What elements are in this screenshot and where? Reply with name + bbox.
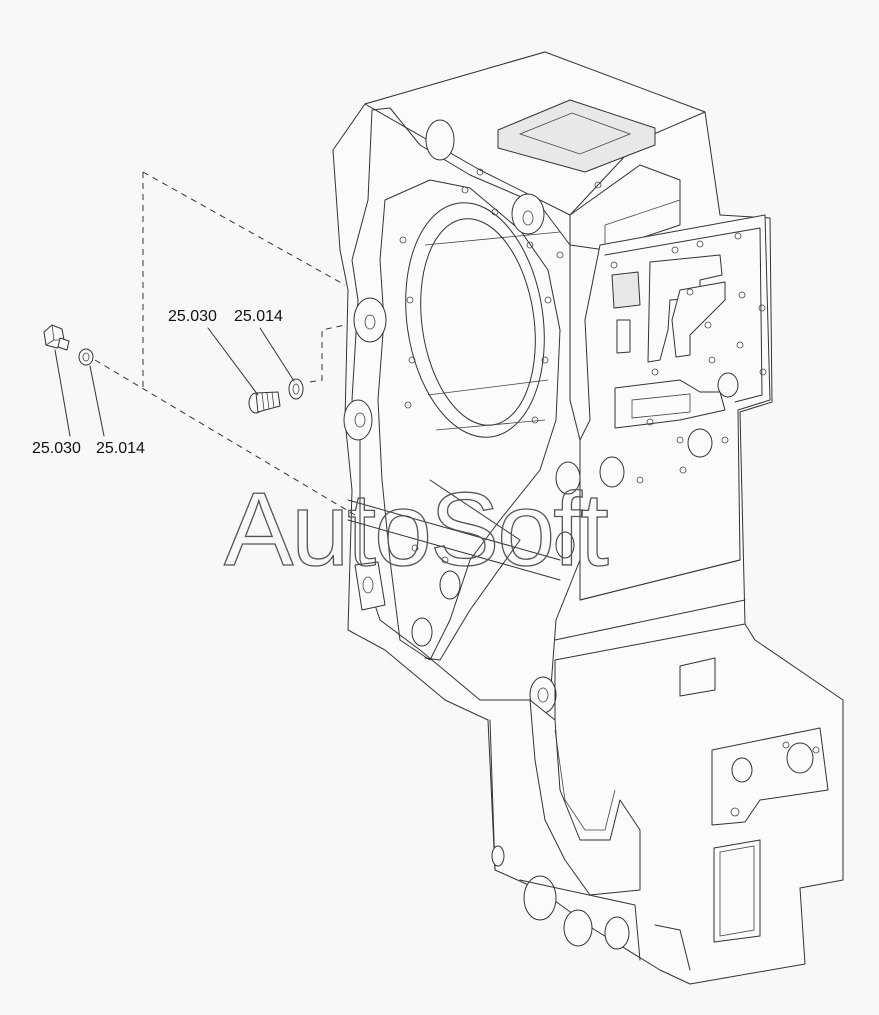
callout-top-washer: 25.014 (234, 308, 283, 325)
screw-part (248, 391, 281, 414)
callout-top-bolt: 25.030 (168, 308, 217, 325)
washer-part (78, 348, 94, 366)
bolt-part (43, 324, 70, 351)
callout-left-bolt: 25.030 (32, 440, 81, 457)
callout-left-washer: 25.014 (96, 440, 145, 457)
screw-washer-part (288, 378, 304, 400)
dashed-leader-lines (94, 171, 356, 516)
callout-lines (54, 327, 295, 437)
watermark-text: AutoSoft (224, 472, 609, 588)
transmission-housing (332, 51, 844, 985)
